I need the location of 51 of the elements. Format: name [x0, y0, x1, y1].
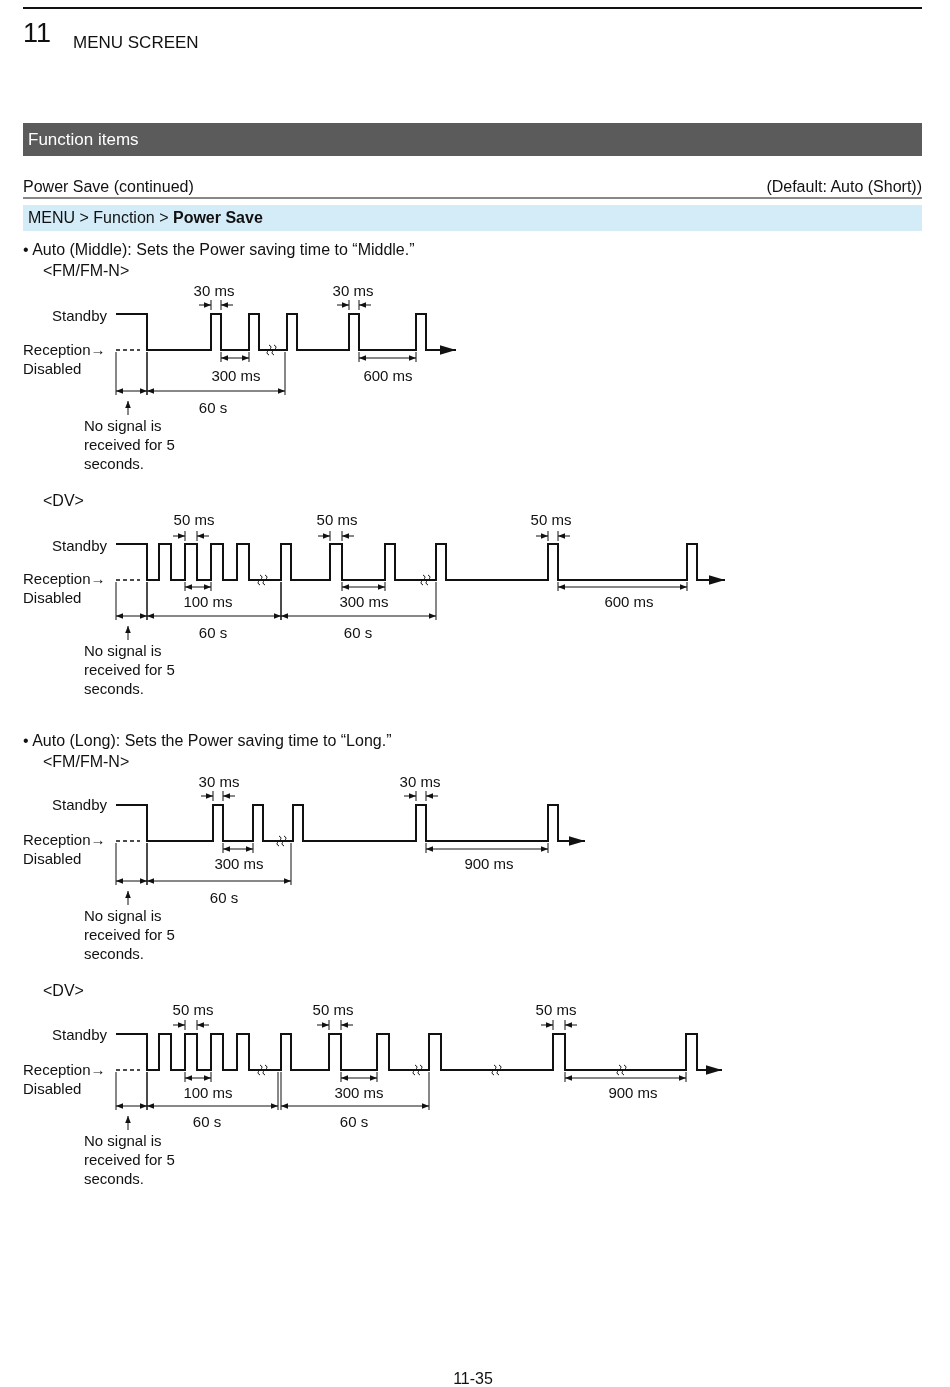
mode-label: <FM/FM-N>: [43, 261, 130, 281]
duration-label: 600 ms: [363, 367, 413, 385]
signal-label: Standby: [52, 1026, 108, 1044]
signal-label: Standby: [52, 307, 108, 325]
bullet-text: • Auto (Middle): Sets the Power saving time to “Middle.”: [23, 240, 415, 260]
duration-label: 60 s: [192, 1113, 222, 1131]
duration-label: 30 ms: [193, 282, 235, 300]
duration-label: 50 ms: [530, 511, 572, 529]
duration-label: 900 ms: [608, 1084, 658, 1102]
duration-label: 50 ms: [172, 1001, 214, 1019]
signal-label: Reception→ Disabled: [23, 569, 107, 607]
mode-label: <FM/FM-N>: [43, 752, 130, 772]
note-text: No signal is received for 5 seconds.: [84, 1131, 176, 1188]
duration-label: 60 s: [339, 1113, 369, 1131]
duration-label: 300 ms: [334, 1084, 384, 1102]
chapter-number: 11: [23, 18, 52, 49]
item-title: Power Save (continued): [23, 177, 194, 197]
note-text: No signal is received for 5 seconds.: [84, 906, 176, 963]
duration-label: 60 s: [209, 889, 239, 907]
bullet-text: • Auto (Long): Sets the Power saving time to “Long.”: [23, 731, 392, 751]
note-text: No signal is received for 5 seconds.: [84, 641, 176, 698]
duration-label: 100 ms: [183, 1084, 233, 1102]
duration-label: 60 s: [198, 624, 228, 642]
page-number: 11-35: [453, 1369, 493, 1387]
signal-label: Reception→ Disabled: [23, 1060, 107, 1098]
mode-label: <DV>: [43, 981, 84, 1001]
duration-label: 300 ms: [211, 367, 261, 385]
signal-label: Reception→ Disabled: [23, 340, 107, 378]
duration-label: 50 ms: [535, 1001, 577, 1019]
duration-label: 30 ms: [399, 773, 441, 791]
default-value: (Default: Auto (Short)): [766, 177, 922, 197]
duration-label: 30 ms: [198, 773, 240, 791]
duration-label: 100 ms: [183, 593, 233, 611]
duration-label: 60 s: [198, 399, 228, 417]
menu-path: MENU > Function > Power Save: [23, 205, 922, 231]
duration-label: 300 ms: [214, 855, 264, 873]
duration-label: 30 ms: [332, 282, 374, 300]
note-text: No signal is received for 5 seconds.: [84, 416, 176, 473]
signal-label: Reception→ Disabled: [23, 830, 107, 868]
chapter-title: MENU SCREEN: [73, 32, 199, 53]
section-heading: Function items: [23, 123, 922, 156]
duration-label: 60 s: [343, 624, 373, 642]
duration-label: 300 ms: [339, 593, 389, 611]
signal-label: Standby: [52, 796, 108, 814]
duration-label: 50 ms: [316, 511, 358, 529]
duration-label: 50 ms: [173, 511, 215, 529]
mode-label: <DV>: [43, 491, 84, 511]
signal-label: Standby: [52, 537, 108, 555]
duration-label: 600 ms: [604, 593, 654, 611]
duration-label: 900 ms: [464, 855, 514, 873]
duration-label: 50 ms: [312, 1001, 354, 1019]
